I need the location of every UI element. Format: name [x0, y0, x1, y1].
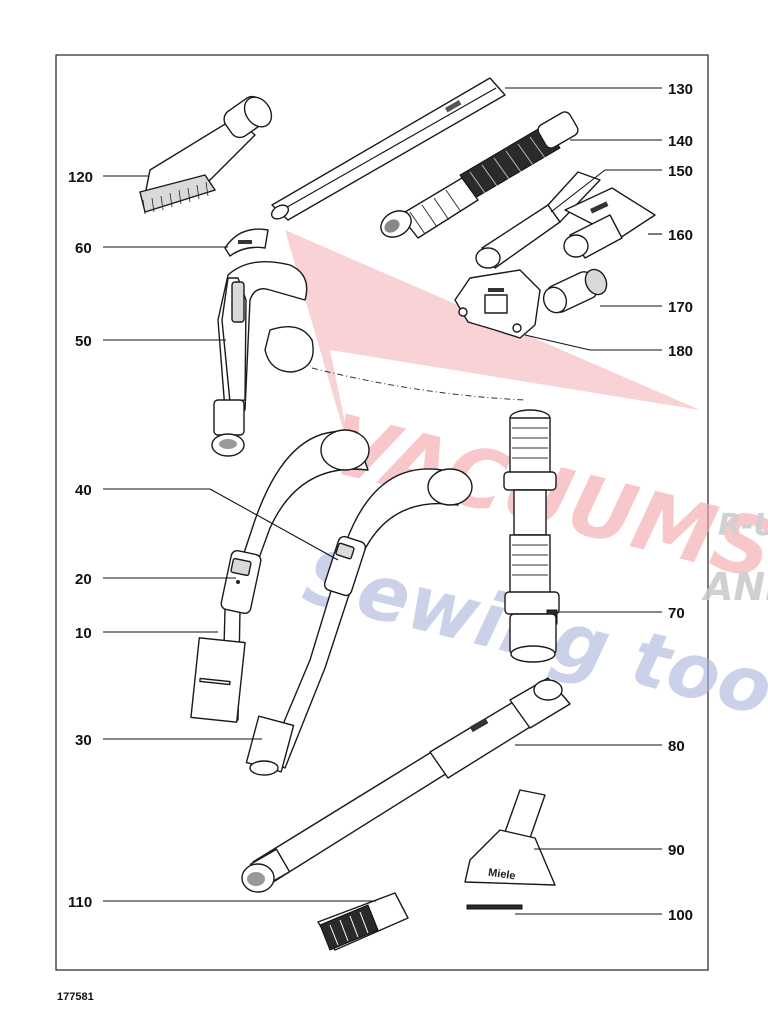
- callout-150: 150: [668, 163, 693, 180]
- part-90-upholstery-tool: Miele: [464, 789, 556, 886]
- callout-10: 10: [75, 625, 92, 642]
- part-170-round-brush: [542, 268, 608, 314]
- diagram-frame: [55, 54, 709, 971]
- callout-labels: 120 60 50 40 20 10 30 110 130 140 150 16…: [68, 81, 693, 924]
- callout-120: 120: [68, 169, 93, 186]
- callout-140: 140: [668, 133, 693, 150]
- callout-170: 170: [668, 299, 693, 316]
- watermark-line3: AND: [701, 565, 768, 609]
- part-40-button: [323, 535, 367, 597]
- callout-30: 30: [75, 732, 92, 749]
- part-120-dusting-brush: [139, 95, 273, 215]
- callout-40: 40: [75, 482, 92, 499]
- callout-130: 130: [668, 81, 693, 98]
- part-20-button: [220, 549, 262, 615]
- callout-160: 160: [668, 227, 693, 244]
- part-30-bent-handle: [245, 468, 473, 776]
- callout-80: 80: [668, 738, 685, 755]
- part-140-flex-hose: [380, 111, 579, 239]
- callout-70: 70: [668, 605, 685, 622]
- callout-60: 60: [75, 240, 92, 257]
- connection-dashed-line: [311, 367, 526, 401]
- svg-text:Miele: Miele: [487, 867, 516, 883]
- watermark-line2: R-U: [718, 508, 768, 543]
- part-180-accessory-holder: [454, 269, 541, 339]
- callout-20: 20: [75, 571, 92, 588]
- part-70-hose-connector: [503, 409, 560, 663]
- catalog-number: 177581: [57, 991, 94, 1003]
- part-60-cap: [224, 228, 269, 257]
- part-160-upholstery-nozzle: [563, 187, 656, 259]
- callout-90: 90: [668, 842, 685, 859]
- part-100-strip: [466, 904, 523, 910]
- callout-110: 110: [68, 894, 92, 911]
- leader-lines: [103, 87, 662, 915]
- callout-100: 100: [668, 907, 693, 924]
- part-130-wand-tube: [270, 77, 506, 221]
- watermark-red-swoosh: [285, 230, 700, 470]
- callout-180: 180: [668, 343, 693, 360]
- part-50-handle: [211, 260, 314, 457]
- part-110-brush-strip: [317, 892, 409, 951]
- part-80-telescopic-tube: [241, 677, 571, 893]
- callout-50: 50: [75, 333, 92, 350]
